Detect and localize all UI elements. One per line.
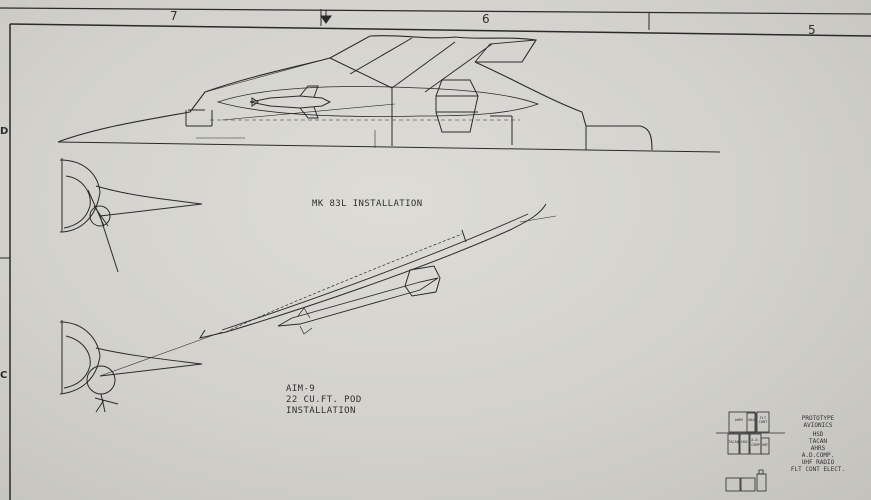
aircraft-side-view — [57, 35, 721, 153]
zone-number-6: 6 — [482, 12, 490, 26]
caption-aim9-line-1: AIM-9 — [286, 384, 316, 394]
caption-aim9-line-2: 22 CU.FT. POD — [286, 395, 362, 405]
caption-aim9-line-3: INSTALLATION — [286, 406, 356, 416]
box-label-flt-cont: FLT CONT — [758, 416, 768, 424]
caption-aim9-pod-installation: AIM-9 22 CU.FT. POD INSTALLATION — [286, 384, 362, 417]
box-label-tacan: TACAN — [728, 440, 739, 444]
avionics-legend: PROTOTYPE AVIONICS HSD TACAN AHRS A.D.CO… — [786, 415, 850, 473]
row-letter-d: D — [0, 126, 9, 137]
avionics-item: A.D.COMP. — [801, 452, 835, 459]
avionics-item: FLT CONT ELECT. — [790, 466, 846, 473]
sheet-border — [0, 7, 871, 500]
caption-mk83-installation: MK 83L INSTALLATION — [312, 199, 423, 209]
box-label-comp: COMP — [751, 443, 760, 447]
avionics-item: UHF RADIO — [801, 459, 835, 466]
box-label-uhf: UHF — [761, 443, 769, 447]
box-label-ahrs: AHRS — [734, 418, 744, 422]
box-label-hsd: HSD — [741, 440, 748, 444]
box-label-ad: A.D. — [751, 438, 760, 442]
zone-number-7: 7 — [170, 9, 178, 23]
aircraft-front-view-lower — [59, 320, 203, 413]
zone-number-5: 5 — [808, 23, 816, 37]
row-letter-c: C — [0, 370, 8, 381]
avionics-item: AHRS — [810, 445, 826, 452]
aircraft-front-view-upper — [59, 158, 203, 273]
pod-installation-view — [99, 203, 557, 377]
avionics-title-2: AVIONICS — [803, 422, 833, 429]
box-label-nav: NAV — [748, 418, 755, 422]
avionics-title-1: PROTOTYPE — [801, 415, 835, 422]
avionics-item: HSD — [812, 431, 824, 438]
avionics-item: TACAN — [808, 438, 828, 445]
center-arrow-icon — [320, 10, 332, 24]
avionics-box-layout — [716, 411, 785, 492]
